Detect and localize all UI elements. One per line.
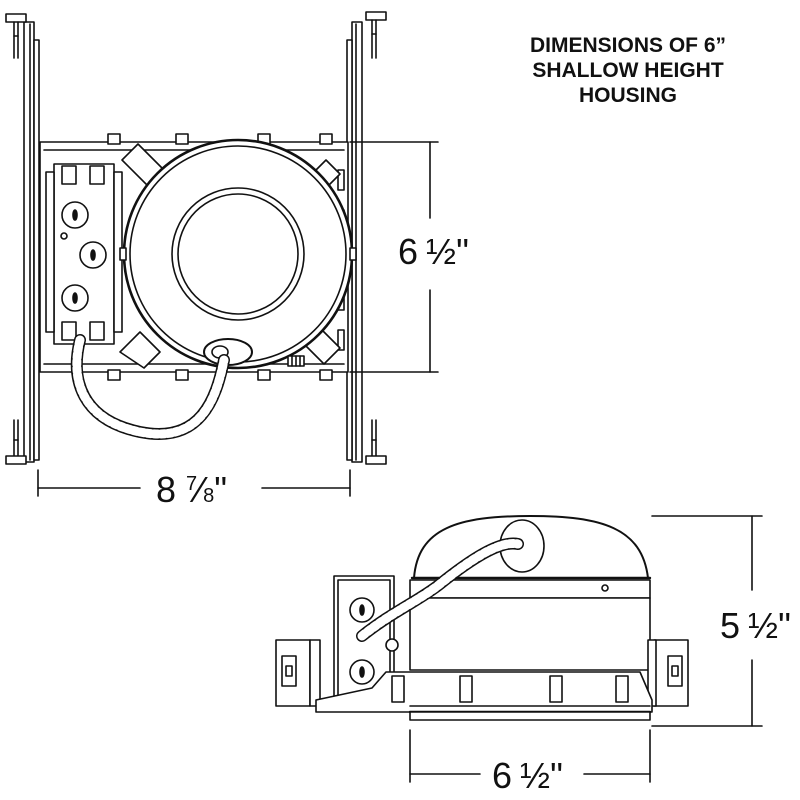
housing-can-top xyxy=(119,138,357,370)
left-bracket-side xyxy=(275,639,321,707)
drawing-title: DIMENSIONS OF 6” SHALLOW HEIGHT HOUSING xyxy=(530,34,726,107)
right-mounting-bar xyxy=(346,11,387,465)
title-line-2: SHALLOW HEIGHT xyxy=(532,59,723,82)
flex-conduit-top xyxy=(70,334,230,440)
junction-box xyxy=(45,163,123,345)
title-line-1: DIMENSIONS OF 6” xyxy=(530,34,726,57)
title-line-3: HOUSING xyxy=(579,84,677,107)
left-mounting-bar xyxy=(5,13,40,465)
housing-dome xyxy=(410,515,652,580)
top-view: 6½" 87⁄8" xyxy=(5,11,469,510)
housing-body-side xyxy=(409,579,651,671)
right-bracket-side xyxy=(647,639,689,707)
base-frame-side xyxy=(315,671,653,721)
flex-conduit-side xyxy=(356,537,524,642)
